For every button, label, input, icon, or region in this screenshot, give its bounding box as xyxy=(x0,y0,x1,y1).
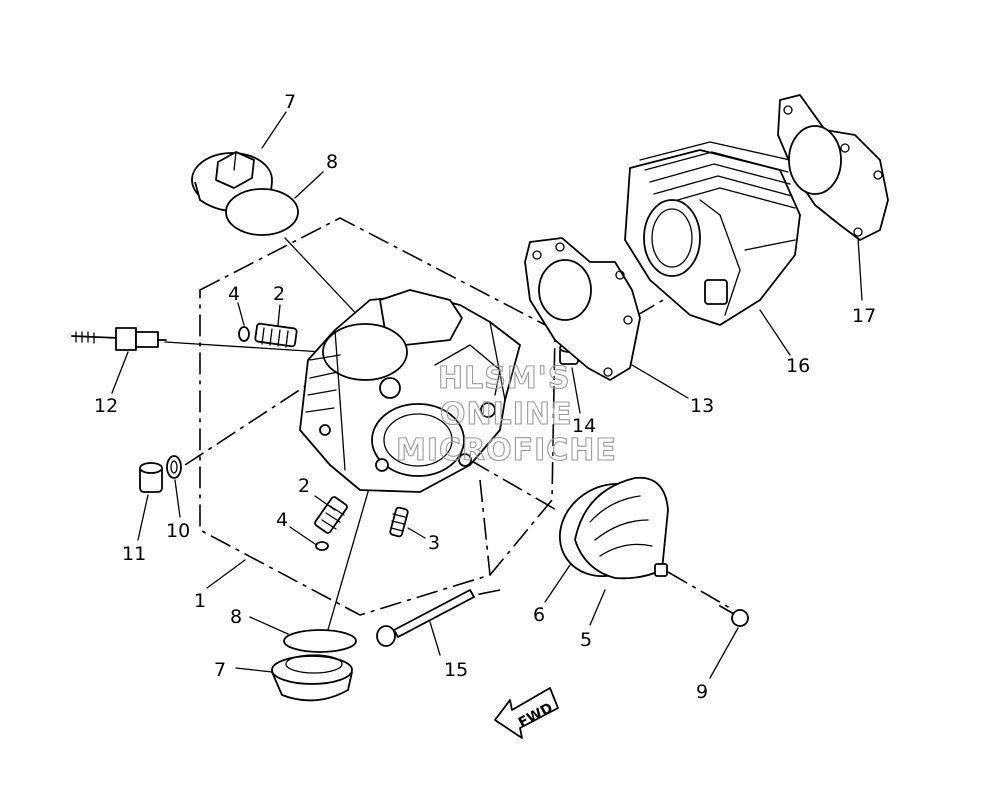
base-gasket xyxy=(524,237,641,381)
callout-2-lower: 2 xyxy=(298,475,310,497)
callout-5: 5 xyxy=(580,629,592,651)
fwd-arrow-icon: FWD xyxy=(494,687,559,739)
oil-plug-lower xyxy=(271,654,353,702)
callout-4-upper: 4 xyxy=(228,283,240,305)
long-bolt xyxy=(376,589,475,647)
spark-plug xyxy=(71,327,167,351)
clip-upper xyxy=(238,326,250,342)
callout-16: 16 xyxy=(786,355,810,377)
valve-seal-lower xyxy=(314,496,348,534)
callout-1: 1 xyxy=(194,590,206,612)
callout-8-lower: 8 xyxy=(230,606,242,628)
cylinder-block xyxy=(624,141,801,326)
callout-4-lower: 4 xyxy=(276,509,288,531)
callout-numbers: 7 8 4 2 12 11 10 2 4 3 1 8 7 15 6 5 9 14… xyxy=(94,91,876,703)
callout-3: 3 xyxy=(428,532,440,554)
o-ring-top xyxy=(225,188,299,236)
callout-10: 10 xyxy=(166,520,190,542)
callout-6: 6 xyxy=(533,604,545,626)
watermark-line-1: HLSM'S xyxy=(438,361,570,396)
assembly-boundary xyxy=(199,217,556,616)
side-cover xyxy=(574,476,669,580)
cylinder-head xyxy=(299,289,521,493)
washer xyxy=(166,455,182,479)
watermark-line-2: ONLINE xyxy=(440,397,573,432)
plug-bolt xyxy=(139,462,163,493)
cover-bolt xyxy=(719,605,749,627)
callout-leaders xyxy=(111,111,863,679)
callout-8-top: 8 xyxy=(326,151,338,173)
watermark: HLSM'S ONLINE MICROFICHE xyxy=(395,360,617,468)
head-gasket xyxy=(777,94,889,241)
watermark-line-3: MICROFICHE xyxy=(396,433,617,468)
callout-7-lower: 7 xyxy=(214,659,226,681)
callout-9: 9 xyxy=(696,681,708,703)
callout-13: 13 xyxy=(690,395,714,417)
callout-11: 11 xyxy=(122,543,146,565)
valve-seal-upper xyxy=(254,322,298,348)
callout-7-top: 7 xyxy=(284,91,296,113)
clip-lower xyxy=(315,541,329,551)
callout-2-upper: 2 xyxy=(273,283,285,305)
dowel-pin xyxy=(389,506,409,538)
callout-15: 15 xyxy=(444,659,468,681)
o-ring-lower xyxy=(283,629,357,653)
callout-12: 12 xyxy=(94,395,118,417)
callout-17: 17 xyxy=(852,305,876,327)
callout-14: 14 xyxy=(572,415,596,437)
